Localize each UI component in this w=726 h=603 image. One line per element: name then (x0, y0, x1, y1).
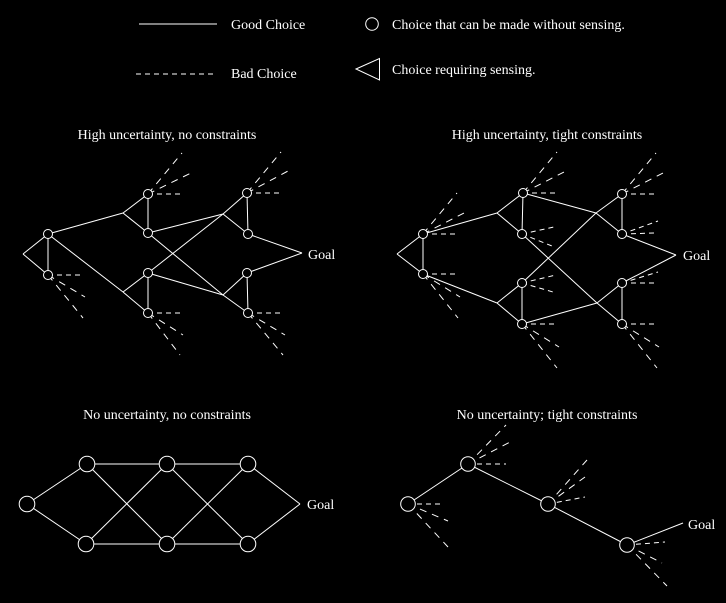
good-choice-edges (396, 192, 677, 325)
choice-nodes (418, 188, 627, 329)
choice-nodes (400, 456, 635, 553)
bad-choice-branches (422, 151, 666, 369)
panel-high-uncertainty-tight-constraints: High uncertainty, tight constraints (396, 128, 710, 369)
panel-title: No uncertainty; tight constraints (457, 408, 638, 423)
legend-sensing-label: Choice requiring sensing. (392, 63, 535, 78)
panel-no-uncertainty-tight-constraints: No uncertainty; tight constraints Goal (400, 408, 715, 587)
bad-choice-branches (47, 151, 289, 356)
panel-title: High uncertainty, tight constraints (452, 128, 642, 143)
legend-no-sensing-label: Choice that can be made without sensing. (392, 18, 625, 33)
goal-label: Goal (688, 518, 715, 533)
panel-title: No uncertainty, no constraints (83, 408, 251, 423)
choice-nodes (18, 455, 257, 553)
good-choice-edges (26, 463, 301, 545)
panel-high-uncertainty-no-constraints: High uncertainty, no constraints (22, 128, 335, 356)
sensing-triangle-icon (354, 57, 380, 81)
good-choice-edges (22, 192, 303, 314)
good-choice-edges (407, 463, 684, 546)
choice-nodes (43, 188, 253, 318)
goal-label: Goal (308, 248, 335, 263)
legend: Good Choice Bad Choice Choice that can b… (136, 17, 625, 82)
panel-no-uncertainty-no-constraints: No uncertainty, no constraints Goal (18, 408, 334, 553)
legend-good-choice-label: Good Choice (231, 18, 305, 33)
goal-label: Goal (307, 498, 334, 513)
panel-title: High uncertainty, no constraints (78, 128, 257, 143)
bad-choice-branches (407, 424, 668, 587)
no-sensing-circle-icon (365, 17, 379, 31)
legend-bad-choice-label: Bad Choice (231, 67, 297, 82)
goal-label: Goal (683, 249, 710, 264)
